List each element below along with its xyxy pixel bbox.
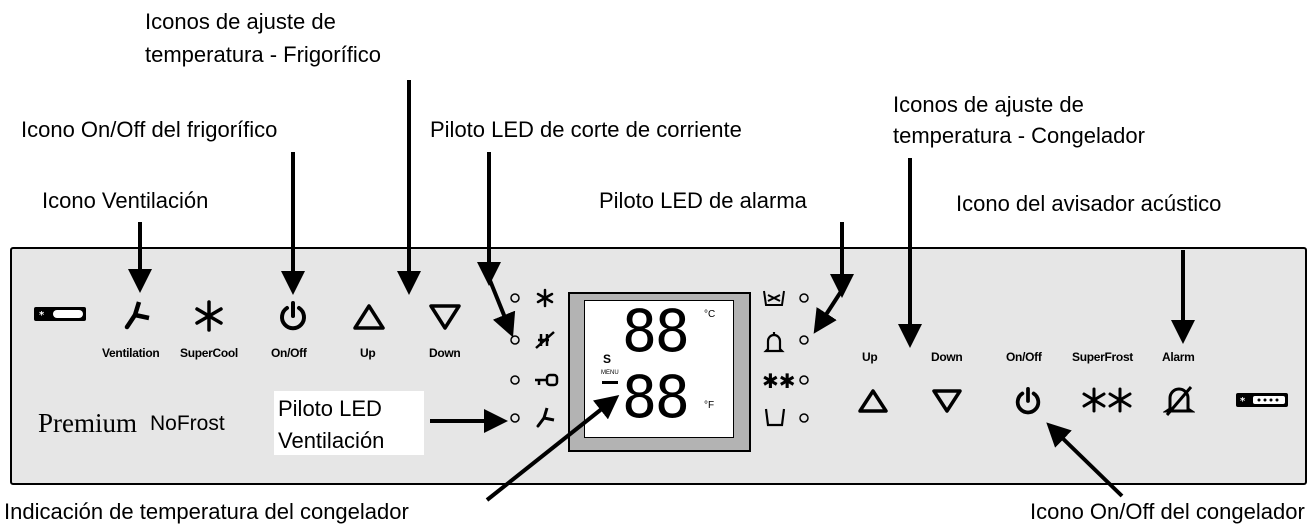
fridge-temperature-digits: 88: [622, 297, 690, 365]
annotation-freezer-temp-icons-1: Iconos de ajuste de: [893, 92, 1084, 117]
menu-bar: [602, 381, 618, 384]
freezer-up-button[interactable]: [857, 388, 889, 414]
fridge-down-label: Down: [429, 346, 461, 360]
ventilation-button[interactable]: [121, 298, 155, 332]
superfrost-button[interactable]: [1082, 386, 1134, 414]
right-led-column: ✱✱: [762, 290, 809, 427]
annotation-ventilation-icon: Icono Ventilación: [42, 188, 209, 213]
annotation-freezer-temp-display: Indicación de temperatura del congelador: [4, 499, 409, 524]
freezer-temperature-digits: 88: [622, 363, 690, 431]
annotation-fridge-temp-icons-1: Iconos de ajuste de: [145, 9, 336, 34]
svg-text:*: *: [1240, 396, 1246, 407]
freezer-up-label: Up: [862, 350, 878, 364]
alarm-label: Alarm: [1162, 350, 1195, 364]
ventilation-led-label-box: [274, 391, 424, 455]
annotation-fridge-temp-icons-2: temperatura - Frigorífico: [145, 42, 381, 67]
fridge-power-button[interactable]: [277, 300, 309, 332]
annotation-fridge-onoff: Icono On/Off del frigorífico: [21, 117, 278, 142]
fridge-onoff-label: On/Off: [271, 346, 307, 360]
fahrenheit-unit: °F: [704, 400, 715, 411]
brand-nofrost: NoFrost: [150, 412, 225, 435]
freezer-indicator-icon: *: [1236, 393, 1288, 407]
freezer-down-label: Down: [931, 350, 963, 364]
svg-text:*: *: [39, 310, 45, 321]
fridge-down-button[interactable]: [428, 303, 462, 331]
annotation-buzzer-icon: Icono del avisador acústico: [956, 191, 1222, 216]
freezer-down-button[interactable]: [931, 388, 963, 414]
s-indicator: S: [603, 352, 612, 366]
supercool-label: SuperCool: [180, 346, 238, 360]
supercool-button[interactable]: [193, 300, 225, 332]
alarm-button[interactable]: [1163, 383, 1195, 417]
annotation-ventilation-led-1: Piloto LED: [278, 396, 382, 421]
annotation-freezer-onoff: Icono On/Off del congelador: [1030, 499, 1305, 524]
annotation-power-cut-led: Piloto LED de corte de corriente: [430, 117, 742, 142]
svg-text:✱✱: ✱✱: [762, 369, 796, 393]
fridge-up-button[interactable]: [352, 303, 386, 331]
superfrost-label: SuperFrost: [1072, 350, 1134, 364]
freezer-power-button[interactable]: [1013, 386, 1043, 416]
freezer-onoff-label: On/Off: [1006, 350, 1042, 364]
annotation-ventilation-led-2: Ventilación: [278, 428, 385, 453]
fridge-indicator-icon: *: [34, 307, 86, 321]
annotation-alarm-led: Piloto LED de alarma: [599, 188, 807, 213]
fridge-up-label: Up: [360, 346, 376, 360]
menu-indicator: MENU: [601, 370, 619, 376]
celsius-unit: °C: [704, 309, 716, 320]
left-led-column: [510, 288, 559, 428]
ventilation-label: Ventilation: [102, 346, 160, 360]
annotation-freezer-temp-icons-2: temperatura - Congelador: [893, 123, 1145, 148]
brand-premium: Premium: [38, 408, 137, 438]
